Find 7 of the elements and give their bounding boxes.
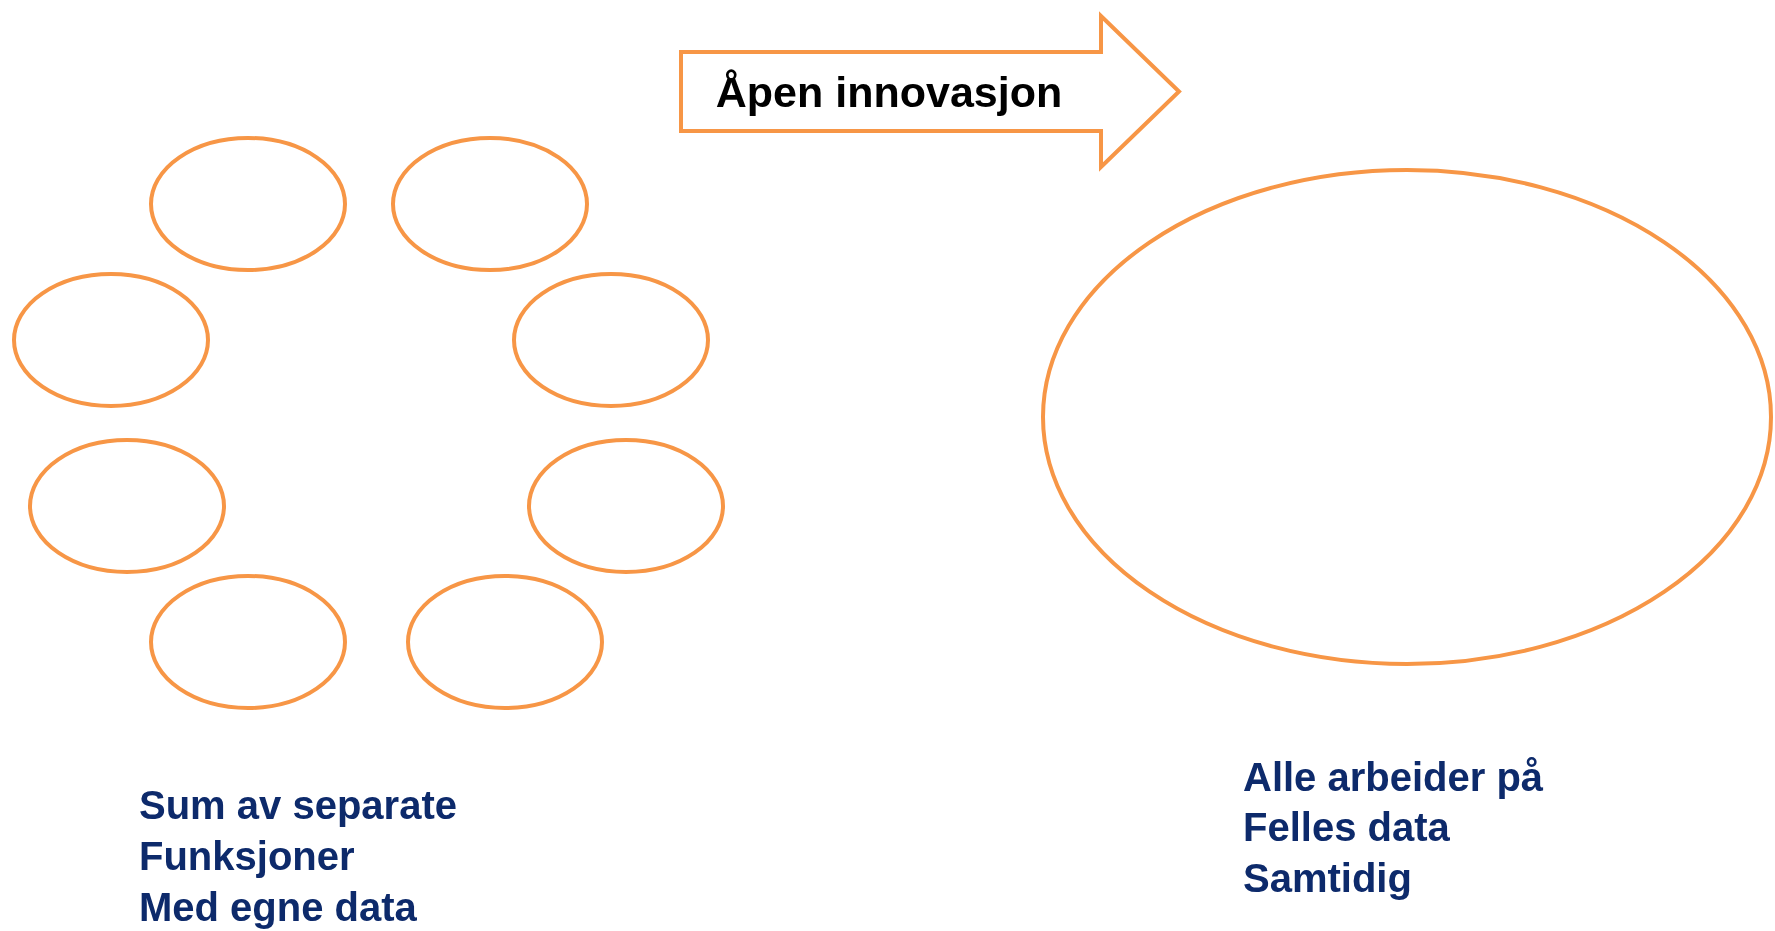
caption-text: Med egne data [139, 884, 417, 930]
caption-text: Felles data [1243, 804, 1450, 850]
arrow-label: Åpen innovasjon [714, 66, 1064, 118]
caption-text: Alle arbeider på [1243, 754, 1544, 800]
caption-text: Funksjoner [139, 833, 355, 879]
caption-text: Sum av separate [139, 782, 457, 828]
caption-text: Samtidig [1243, 855, 1412, 901]
